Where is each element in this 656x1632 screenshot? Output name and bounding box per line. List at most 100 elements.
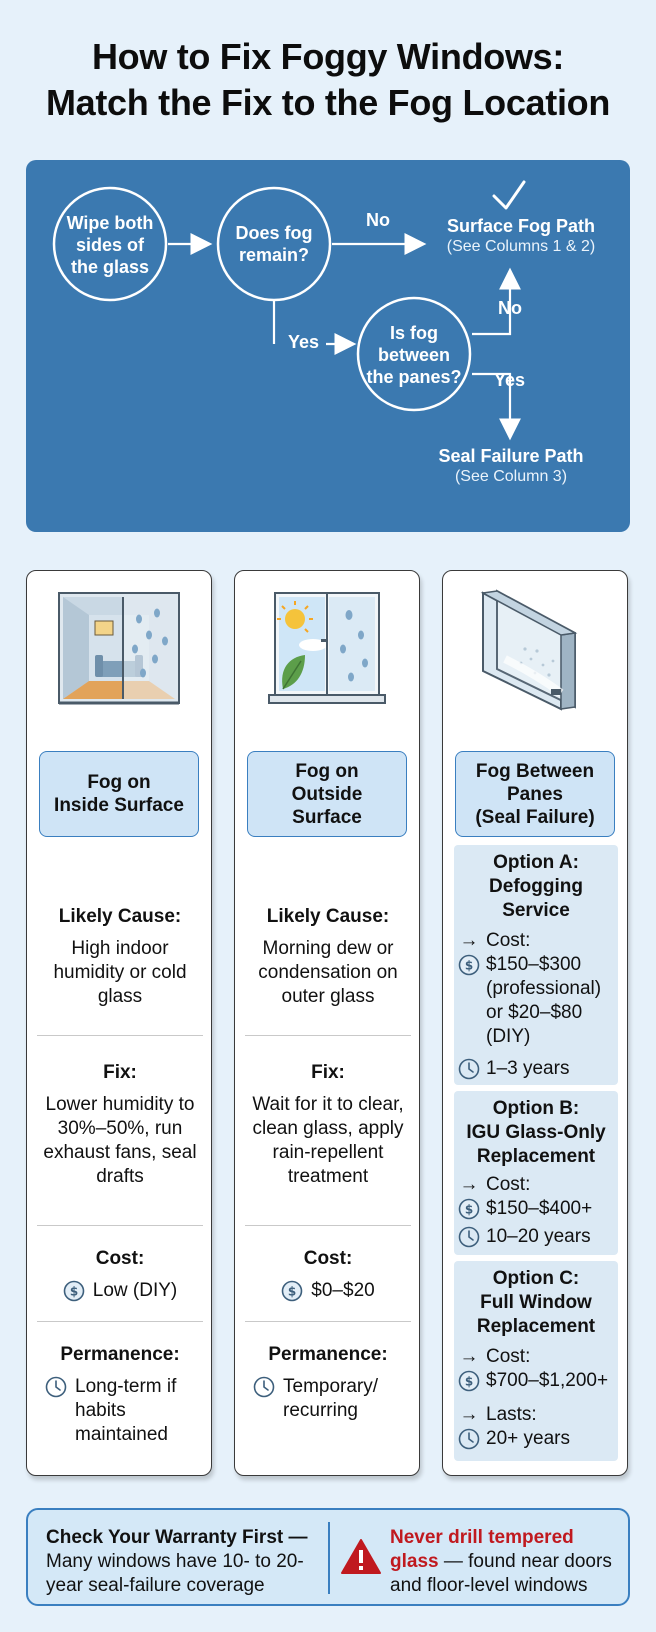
label-yes-1: Yes <box>288 332 320 352</box>
clock-icon <box>458 1428 480 1450</box>
node-wipe-circle <box>52 186 168 302</box>
cause-section: Likely Cause: Morning dew or condensatio… <box>245 905 411 1009</box>
option-a-cost-text: $150–$300 (professional) or $20–$80 (DIY… <box>486 954 602 1047</box>
svg-text:$: $ <box>70 1285 78 1299</box>
cost-label: Cost: <box>303 1248 353 1269</box>
clock-icon <box>458 1226 480 1248</box>
svg-text:$: $ <box>465 959 473 973</box>
permanence-text: Long-term if habits maintained <box>75 1376 177 1445</box>
permanence-label: Permanence: <box>60 1344 180 1365</box>
dollar-coin-icon: $ <box>458 954 480 976</box>
dollar-coin-icon: $ <box>458 1198 480 1220</box>
label-yes-2: Yes <box>494 370 526 390</box>
cause-text: High indoor humidity or cold glass <box>53 938 187 1007</box>
option-c-cost-text: $700–$1,200+ <box>486 1370 609 1391</box>
option-c-lasts-label: Lasts: <box>486 1404 537 1425</box>
option-b-cost-text: $150–$400+ <box>486 1198 593 1219</box>
divider <box>37 1321 203 1322</box>
dollar-coin-icon: $ <box>63 1280 85 1302</box>
option-a-title: Option A: Defogging Service <box>489 852 583 921</box>
permanence-text: Temporary/ recurring <box>283 1376 379 1421</box>
permanence-label: Permanence: <box>268 1344 388 1365</box>
permanence-section: Permanence: Long-term if habits maintain… <box>37 1343 203 1447</box>
edge-between-no <box>472 267 521 336</box>
dollar-coin-icon: $ <box>281 1280 303 1302</box>
column-between-panes: Fog Between Panes (Seal Failure) Option … <box>442 570 628 1476</box>
fix-text: Lower humidity to 30%–50%, run exhaust f… <box>43 1094 197 1187</box>
column-inside-fog: Fog on Inside Surface Likely Cause: High… <box>26 570 212 1476</box>
cost-section: Cost: $ Low (DIY) <box>37 1247 203 1303</box>
divider <box>245 1035 411 1036</box>
cause-section: Likely Cause: High indoor humidity or co… <box>37 905 203 1009</box>
double-pane-glass-unit-illustration <box>480 589 578 711</box>
divider <box>37 1225 203 1226</box>
arrow-right-icon: → <box>459 1346 479 1367</box>
room-window-inside-fog-illustration <box>58 592 180 705</box>
fix-section: Fix: Wait for it to clear, clean glass, … <box>245 1061 411 1189</box>
clock-icon <box>45 1376 67 1398</box>
footer-divider <box>328 1522 330 1594</box>
seal-path-title: Seal Failure Path <box>438 446 584 466</box>
warning-heading: Never drill tempered glass <box>390 1527 574 1572</box>
warranty-heading: Check Your Warranty First — <box>46 1527 308 1548</box>
node-between: Is fog between the panes? <box>366 323 462 387</box>
seal-path-subtitle: (See Column 3) <box>454 468 568 485</box>
option-c-title: Option C: Full Window Replacement <box>476 1268 596 1337</box>
option-b-cost-label: Cost: <box>486 1174 531 1195</box>
column-1-header: Fog on Inside Surface <box>39 751 199 837</box>
permanence-section: Permanence: Temporary/ recurring <box>245 1343 411 1423</box>
option-a-panel: Option A: Defogging Service → Cost: $ $1… <box>454 845 618 1085</box>
warning-text: — found near doors and floor-level windo… <box>390 1551 612 1596</box>
fix-section: Fix: Lower humidity to 30%–50%, run exha… <box>37 1061 203 1189</box>
dollar-coin-icon: $ <box>458 1370 480 1392</box>
warning-triangle-icon <box>341 1539 381 1574</box>
column-outside-fog: Fog on Outside Surface Likely Cause: Mor… <box>234 570 420 1476</box>
title-line-1: How to Fix Foggy Windows: <box>91 36 565 77</box>
checkmark-icon <box>492 180 526 210</box>
divider <box>245 1321 411 1322</box>
node-wipe: Wipe both sides of the glass <box>66 213 154 277</box>
node-between-circle <box>356 296 472 412</box>
arrow-right-icon: → <box>459 1174 479 1195</box>
option-b-title: Option B: IGU Glass-Only Replacement <box>466 1098 606 1167</box>
clock-icon <box>458 1058 480 1080</box>
column-2-header: Fog on Outside Surface <box>247 751 407 837</box>
label-no-1: No <box>366 210 390 230</box>
flowchart-graphics <box>52 180 526 441</box>
decision-flowchart: Wipe both sides of the glass Does fog re… <box>26 160 630 532</box>
divider <box>37 1035 203 1036</box>
cost-text: Low (DIY) <box>92 1280 178 1301</box>
cause-text: Morning dew or condensation on outer gla… <box>258 938 398 1007</box>
cause-label: Likely Cause: <box>58 906 182 927</box>
option-c-lifespan: 20+ years <box>486 1428 570 1449</box>
option-a-cost-label: Cost: <box>486 930 531 951</box>
arrow-right-icon: → <box>459 930 479 951</box>
node-remain: Does fog remain? <box>235 223 313 265</box>
warranty-text: Many windows have 10- to 20-year seal-fa… <box>46 1551 304 1596</box>
column-3-header: Fog Between Panes (Seal Failure) <box>455 751 615 837</box>
page-title: How to Fix Foggy Windows: Match the Fix … <box>0 34 656 126</box>
surface-path-subtitle: (See Columns 1 & 2) <box>446 238 596 255</box>
outside-window-sun-leaf-illustration <box>268 592 386 704</box>
surface-path-title: Surface Fog Path <box>446 216 596 236</box>
label-no-2: No <box>498 298 522 318</box>
cost-label: Cost: <box>95 1248 145 1269</box>
fix-label: Fix: <box>311 1062 345 1083</box>
warranty-note: Check Your Warranty First — Many windows… <box>46 1526 318 1598</box>
arrow-right-icon: → <box>459 1404 479 1425</box>
svg-text:$: $ <box>288 1285 296 1299</box>
svg-text:$: $ <box>465 1375 473 1389</box>
title-line-2: Match the Fix to the Fog Location <box>45 82 611 123</box>
fix-label: Fix: <box>103 1062 137 1083</box>
cost-text: $0–$20 <box>311 1280 375 1301</box>
cost-section: Cost: $ $0–$20 <box>245 1247 411 1303</box>
option-c-panel: Option C: Full Window Replacement → Cost… <box>454 1261 618 1461</box>
svg-text:$: $ <box>465 1203 473 1217</box>
divider <box>245 1225 411 1226</box>
option-b-lifespan: 10–20 years <box>486 1226 591 1247</box>
option-b-panel: Option B: IGU Glass-Only Replacement → C… <box>454 1091 618 1255</box>
edge-between-yes <box>472 372 521 441</box>
clock-icon <box>253 1376 275 1398</box>
cause-label: Likely Cause: <box>266 906 390 927</box>
option-a-lifespan: 1–3 years <box>486 1058 570 1079</box>
